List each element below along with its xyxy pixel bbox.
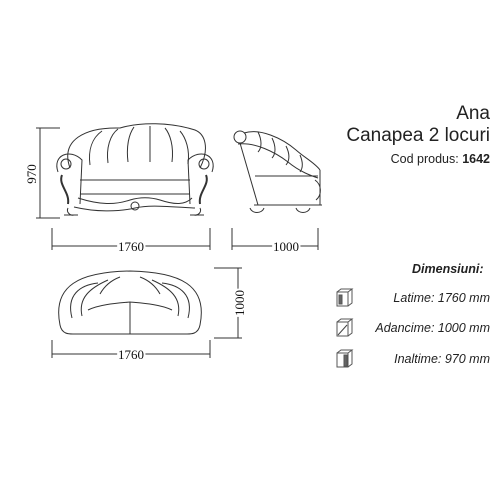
- sofa-top-view: [58, 270, 202, 335]
- top-depth-dimension: [214, 267, 242, 339]
- product-code: Cod produs: 1642: [391, 152, 490, 166]
- dimension-row-depth: Adancime: 1000 mm: [335, 317, 490, 341]
- height-dimension-label: Inaltime: 970 mm: [394, 352, 490, 366]
- product-code-value: 1642: [462, 152, 490, 166]
- product-name: Ana: [456, 103, 490, 124]
- height-box-icon: [336, 349, 354, 368]
- dimensions-heading: Dimensiuni:: [412, 262, 484, 276]
- dimension-row-width: Latime: 1760 mm: [335, 287, 490, 311]
- sofa-side-view: [233, 130, 322, 213]
- front-height-dimension: [36, 127, 60, 219]
- top-width-dimension: [51, 340, 211, 358]
- product-type: Canapea 2 locuri: [346, 125, 490, 146]
- top-depth-label: 1000: [232, 290, 247, 316]
- top-width-label: 1760: [118, 347, 144, 362]
- side-depth-dimension: [231, 228, 319, 250]
- width-dimension-label: Latime: 1760 mm: [393, 291, 490, 305]
- front-width-dimension: [51, 228, 211, 250]
- product-code-label: Cod produs:: [390, 152, 459, 166]
- side-depth-label: 1000: [273, 239, 299, 254]
- dimension-row-height: Inaltime: 970 mm: [335, 348, 490, 372]
- front-height-label: 970: [24, 164, 39, 184]
- depth-dimension-label: Adancime: 1000 mm: [375, 321, 490, 335]
- sofa-front-view: [56, 123, 214, 216]
- front-width-label: 1760: [118, 239, 144, 254]
- width-box-icon: [336, 288, 354, 307]
- depth-box-icon: [336, 318, 354, 337]
